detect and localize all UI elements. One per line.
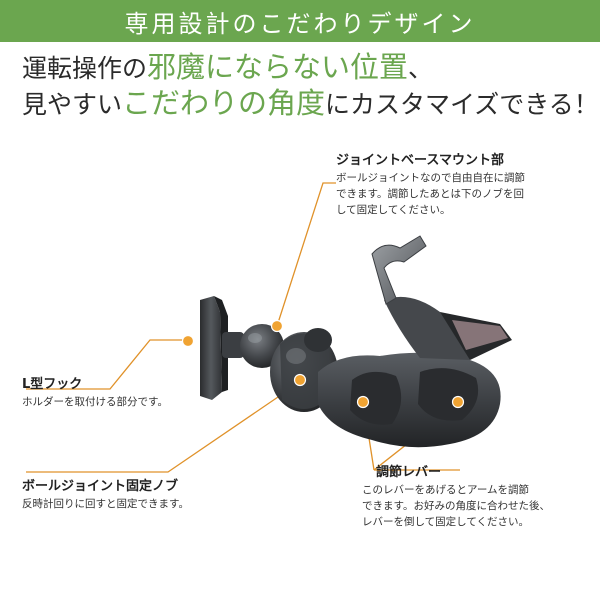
callout-joint-base-desc-1: ボールジョイントなので自由自在に調節 <box>336 172 525 184</box>
headline-line-1: 運転操作の邪魔にならない位置、 <box>22 52 433 84</box>
l-hook-plate <box>200 296 244 400</box>
callout-l-hook: L型フック ホルダーを取付ける部分です。 <box>22 376 168 410</box>
metal-clip <box>371 235 427 305</box>
callout-l-hook-desc-1: ホルダーを取付ける部分です。 <box>22 396 168 408</box>
marker-lever-1 <box>356 395 370 409</box>
marker-ball-knob <box>293 373 307 387</box>
callout-ball-knob-title: ボールジョイント固定ノブ <box>22 479 179 494</box>
headline-2-before: 見やすい <box>22 90 123 119</box>
marker-lever-2 <box>451 395 465 409</box>
callout-ball-knob: ボールジョイント固定ノブ 反時計回りに回すと固定できます。 <box>22 478 189 512</box>
callout-lever-title: 調節レバー <box>376 465 442 480</box>
callout-joint-base: ジョイントベースマウント部 ボールジョイントなので自由自在に調節 できます。調節… <box>336 152 525 218</box>
marker-l-hook <box>181 334 195 348</box>
callout-lever-desc-3: レバーを倒して固定してください。 <box>362 516 530 528</box>
title-banner: 専用設計のこだわりデザイン <box>0 0 600 42</box>
callout-joint-base-title: ジョイントベースマウント部 <box>336 153 504 168</box>
leader-ball-knob <box>26 381 301 473</box>
callout-lever-desc-2: できます。お好みの角度に合わせた後、 <box>362 500 550 512</box>
headline-1-before: 運転操作の <box>22 54 148 83</box>
callout-joint-base-desc-3: して固定してください。 <box>336 204 451 216</box>
mount-body <box>318 296 512 448</box>
callout-ball-knob-desc-1: 反時計回りに回すと固定できます。 <box>22 498 189 510</box>
marker-joint-base <box>270 319 284 333</box>
banner-title: 専用設計のこだわりデザイン <box>124 9 476 38</box>
headline-1-after: 、 <box>408 54 434 83</box>
callout-lever: 調節レバー このレバーをあげるとアームを調節 できます。お好みの角度に合わせた後… <box>362 464 550 530</box>
callout-l-hook-title: L型フック <box>22 377 83 392</box>
callout-joint-base-desc-2: できます。調節したあとは下のノブを回 <box>336 188 524 200</box>
callout-lever-desc-1: このレバーをあげるとアームを調節 <box>362 484 530 496</box>
headline-2-after: にカスタマイズできる！ <box>325 90 599 119</box>
headline-line-2: 見やすいこだわりの角度にカスタマイズできる！ <box>22 88 599 120</box>
markers <box>181 319 465 409</box>
headline-1-highlight: 邪魔にならない位置 <box>147 50 409 84</box>
leader-l-hook <box>26 339 188 390</box>
headline-2-highlight: こだわりの角度 <box>122 86 326 120</box>
leader-joint-base <box>277 182 336 324</box>
